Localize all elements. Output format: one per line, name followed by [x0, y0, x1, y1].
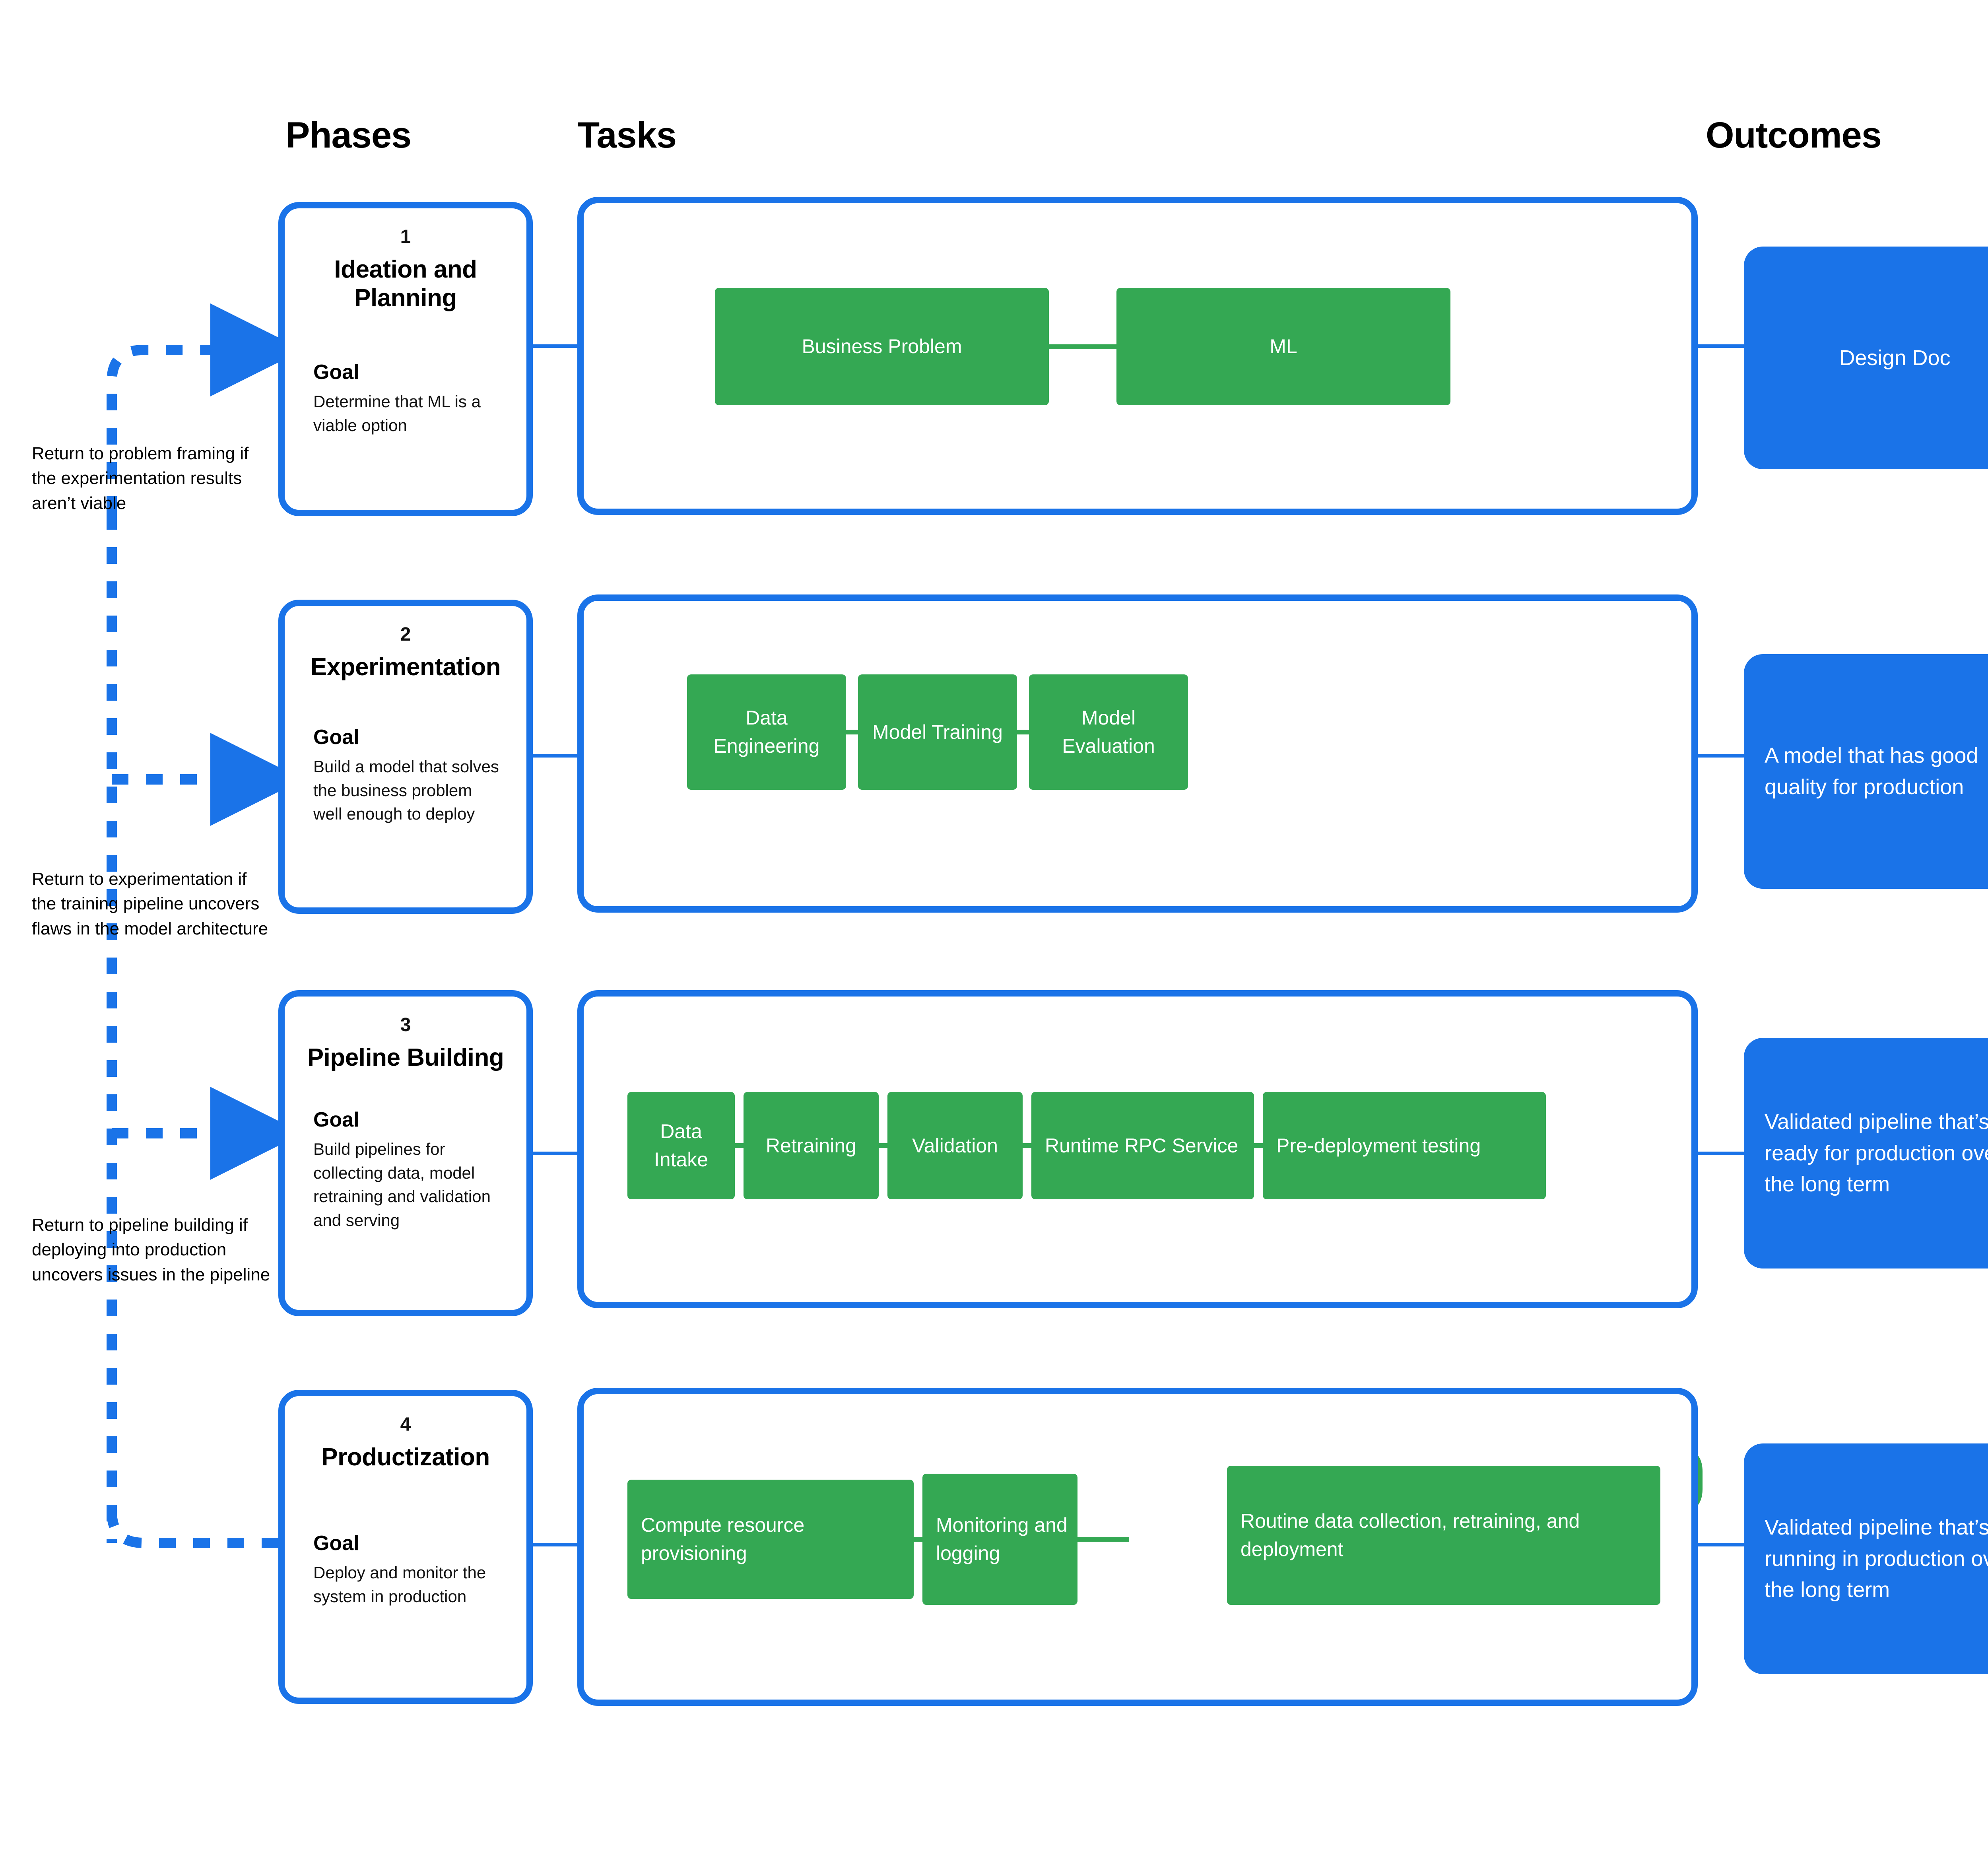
phase-title-1: Ideation and Planning — [334, 256, 477, 312]
tasks-container-2: Data Engineering Model Training Model Ev… — [577, 594, 1698, 913]
task-connector-2-1 — [846, 730, 858, 734]
goal-text-3: Build pipelines for collecting data, mod… — [313, 1140, 491, 1230]
phase-number-3: 3 — [400, 1014, 411, 1035]
task-node-1-1[interactable]: Business Problem — [715, 288, 1049, 405]
connector-phase1-tasks1 — [533, 344, 580, 348]
connector-tasks3-outcome3 — [1698, 1152, 1745, 1155]
task-node-3-1[interactable]: Data Intake — [627, 1092, 735, 1199]
phase-number-1: 1 — [400, 226, 411, 247]
tasks-container-1: Business Problem ML — [577, 197, 1698, 515]
task-node-1-2[interactable]: ML — [1116, 288, 1450, 405]
connector-tasks1-outcome1 — [1698, 344, 1745, 348]
outcome-card-3[interactable]: Validated pipeline that’s ready for prod… — [1744, 1038, 1988, 1269]
goal-label-2: Goal — [313, 726, 359, 749]
task-node-2-2[interactable]: Model Training — [858, 674, 1017, 790]
task-connector-3-3 — [1023, 1143, 1031, 1148]
connector-tasks4-outcome4 — [1698, 1543, 1745, 1546]
tasks-container-4: Compute resource provisioning Monitoring… — [577, 1388, 1698, 1706]
goal-label-3: Goal — [313, 1108, 359, 1131]
phase-card-2[interactable]: 2 Experimentation Goal Build a model tha… — [278, 600, 533, 914]
goal-text-4: Deploy and monitor the system in product… — [313, 1563, 486, 1606]
task-connector-3-1 — [735, 1143, 744, 1148]
column-header-phases: Phases — [285, 115, 412, 155]
goal-text-2: Build a model that solves the business p… — [313, 757, 499, 824]
phase-title-3: Pipeline Building — [307, 1044, 504, 1071]
goal-label-1: Goal — [313, 361, 359, 384]
task-connector-3-2 — [879, 1143, 887, 1148]
task-node-4-3[interactable]: Routine data collection, retraining, and… — [1227, 1466, 1660, 1605]
goal-label-4: Goal — [313, 1532, 359, 1555]
task-connector-1-1 — [1049, 344, 1116, 349]
task-node-3-3[interactable]: Validation — [887, 1092, 1023, 1199]
task-node-4-2[interactable]: Monitoring and logging — [922, 1474, 1077, 1605]
phase-number-4: 4 — [400, 1414, 411, 1435]
feedback-note-2: Return to experimentation if the trainin… — [32, 869, 268, 938]
phase-card-4[interactable]: 4 Productization Goal Deploy and monitor… — [278, 1390, 533, 1704]
task-node-2-3[interactable]: Model Evaluation — [1029, 674, 1188, 790]
outcome-card-1[interactable]: Design Doc — [1744, 247, 1988, 469]
connector-tasks2-outcome2 — [1698, 754, 1745, 758]
task-node-4-1[interactable]: Compute resource provisioning — [627, 1480, 914, 1599]
tasks-container-3: Data Intake Retraining Validation Runtim… — [577, 990, 1698, 1308]
outcome-card-2[interactable]: A model that has good quality for produc… — [1744, 654, 1988, 889]
task-node-3-2[interactable]: Retraining — [744, 1092, 879, 1199]
task-connector-3-4 — [1254, 1143, 1263, 1148]
feedback-note-3: Return to pipeline building if deploying… — [32, 1215, 270, 1284]
connector-phase3-tasks3 — [533, 1152, 580, 1155]
task-node-3-5[interactable]: Pre-deployment testing — [1263, 1092, 1546, 1199]
task-connector-2-2 — [1017, 730, 1029, 734]
phase-title-4: Productization — [321, 1443, 490, 1471]
phase-title-2: Experimentation — [310, 653, 501, 681]
connector-phase4-tasks4 — [533, 1543, 580, 1546]
feedback-note-1: Return to problem framing if the experim… — [32, 444, 249, 513]
connector-phase2-tasks2 — [533, 754, 580, 758]
phase-card-1[interactable]: 1 Ideation and Planning Goal Determine t… — [278, 202, 533, 516]
column-header-tasks: Tasks — [577, 115, 677, 155]
task-node-3-4[interactable]: Runtime RPC Service — [1031, 1092, 1254, 1199]
column-header-outcomes: Outcomes — [1706, 115, 1882, 155]
phase-number-2: 2 — [400, 624, 411, 645]
goal-text-1: Determine that ML is a viable option — [313, 392, 481, 435]
outcome-card-4[interactable]: Validated pipeline that’s running in pro… — [1744, 1443, 1988, 1674]
task-connector-4-1 — [914, 1537, 922, 1542]
feedback-source-phase-4 — [107, 1511, 278, 1548]
task-connector-4-2 — [1077, 1537, 1129, 1542]
task-node-2-1[interactable]: Data Engineering — [687, 674, 846, 790]
phase-card-3[interactable]: 3 Pipeline Building Goal Build pipelines… — [278, 990, 533, 1316]
